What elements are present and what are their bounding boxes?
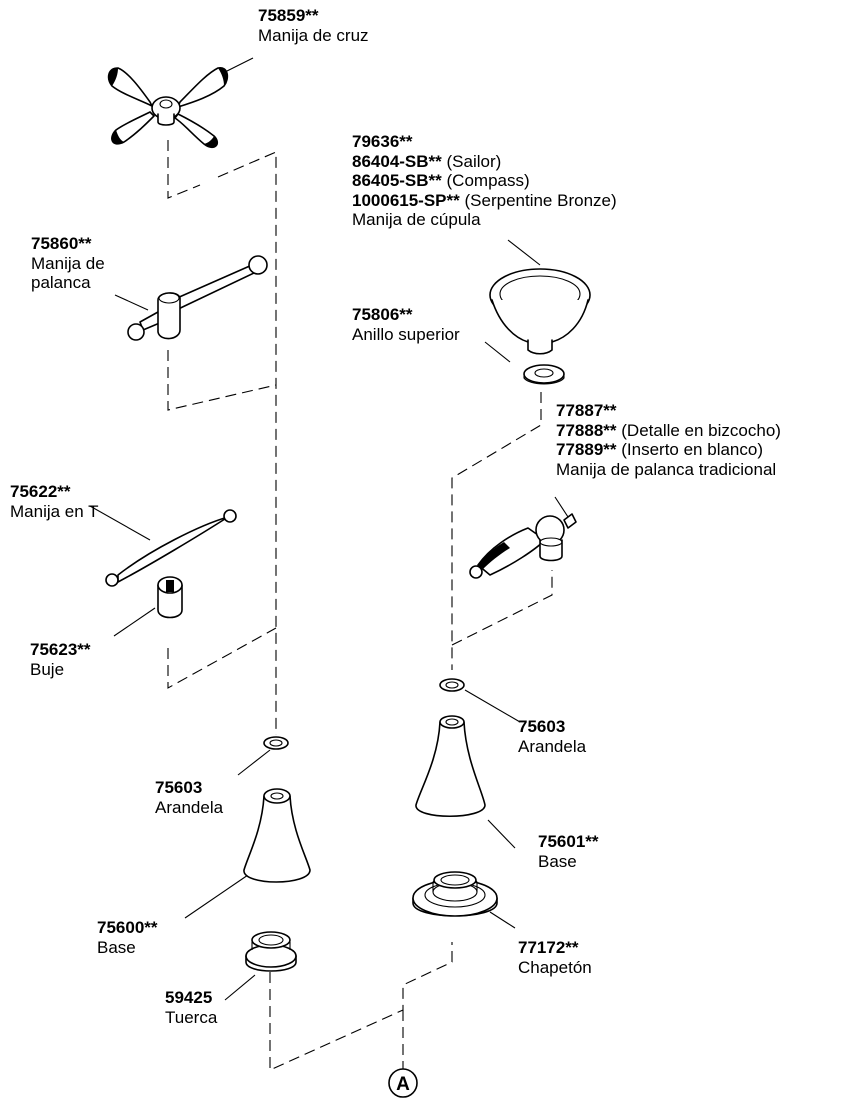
label-traditional-lever: 77887** 77888** (Detalle en bizcocho) 77…	[556, 401, 781, 479]
label-top-ring: 75806** Anillo superior	[352, 305, 460, 344]
part-number: 86405-SB**	[352, 171, 442, 190]
part-number: 75603	[518, 717, 566, 736]
part-number: 75601**	[538, 832, 599, 851]
part-number: 77172**	[518, 938, 579, 957]
part-name: Manija en T	[10, 501, 99, 521]
part-number: 75622**	[10, 482, 71, 501]
part-number: 1000615-SP**	[352, 190, 460, 210]
part-name: Manija de palanca tradicional	[556, 459, 777, 479]
label-escutcheon: 77172** Chapetón	[518, 938, 592, 977]
part-number: 75860**	[31, 234, 92, 253]
nut-drawing	[245, 931, 297, 972]
part-name: palanca	[31, 273, 91, 292]
label-base-left: 75600** Base	[97, 918, 158, 957]
part-number: 75859**	[258, 6, 319, 25]
part-name: Chapetón	[518, 957, 592, 977]
part-name: Arandela	[518, 736, 587, 756]
part-name: Buje	[30, 659, 65, 679]
part-name: Tuerca	[165, 1007, 218, 1027]
part-note: (Serpentine Bronze)	[464, 190, 617, 210]
part-name: Manija de	[31, 253, 105, 273]
part-note: (Compass)	[446, 171, 530, 190]
callout-a-letter: A	[396, 1074, 410, 1095]
traditional-lever-drawing	[469, 513, 577, 579]
part-name: Anillo superior	[352, 324, 460, 344]
part-name: Base	[97, 937, 136, 957]
part-number: 77887**	[556, 401, 617, 420]
label-t-handle: 75622** Manija en T	[10, 482, 99, 521]
label-base-right: 75601** Base	[538, 832, 599, 871]
part-note: (Detalle en bizcocho)	[621, 420, 781, 440]
part-name: Arandela	[155, 797, 224, 817]
part-number: 75806**	[352, 305, 413, 324]
callout-a-marker: A	[388, 1068, 418, 1098]
dome-handle-drawing	[489, 268, 591, 355]
part-number: 77888**	[556, 420, 617, 440]
left-assembly-dashed-lines	[167, 140, 453, 1071]
label-bushing: 75623** Buje	[30, 640, 91, 679]
part-name: Base	[538, 851, 577, 871]
part-number: 75623**	[30, 640, 91, 659]
top-ring-drawing	[523, 364, 565, 385]
right-assembly-dashed-lines	[451, 392, 553, 670]
part-number: 75603	[155, 778, 203, 797]
washer-left-drawing	[263, 736, 289, 750]
t-handle-drawing	[105, 509, 237, 587]
part-note: (Sailor)	[446, 151, 502, 171]
part-number: 79636**	[352, 132, 413, 151]
escutcheon-drawing	[412, 871, 498, 917]
base-left-drawing	[243, 788, 311, 883]
label-washer-right: 75603 Arandela	[518, 717, 586, 756]
label-dome-handle: 79636** 86404-SB** (Sailor) 86405-SB** (…	[352, 132, 617, 230]
cross-handle-drawing	[107, 67, 229, 149]
part-name: Manija de cruz	[258, 25, 369, 45]
bushing-drawing	[157, 576, 183, 619]
part-number: 59425	[165, 988, 213, 1007]
label-nut: 59425 Tuerca	[165, 988, 217, 1027]
part-note: (Inserto en blanco)	[621, 440, 763, 459]
lever-handle-drawing	[127, 255, 268, 341]
leader-lines	[89, 57, 571, 1001]
washer-right-drawing	[439, 678, 465, 692]
label-lever-handle: 75860** Manija de palanca	[31, 234, 105, 293]
label-washer-left: 75603 Arandela	[155, 778, 223, 817]
part-number: 77889**	[556, 440, 617, 459]
base-right-drawing	[415, 715, 486, 817]
part-name: Manija de cúpula	[352, 210, 481, 229]
part-number: 86404-SB**	[352, 151, 442, 171]
label-cross-handle: 75859** Manija de cruz	[258, 6, 369, 45]
part-number: 75600**	[97, 918, 158, 937]
